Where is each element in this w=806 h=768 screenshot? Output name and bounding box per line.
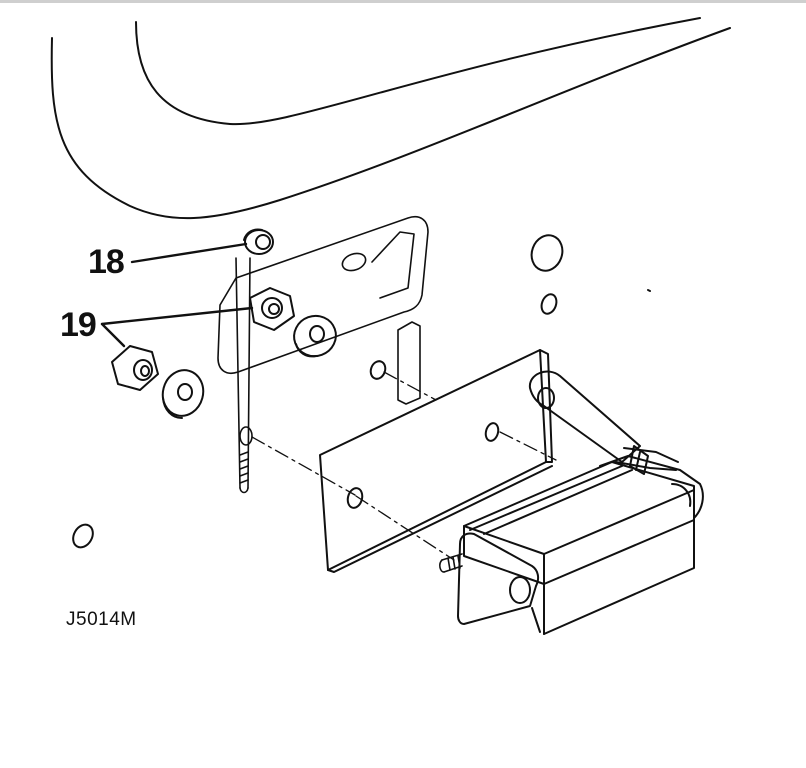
panel-hole-bolt: [368, 359, 387, 381]
item-19-nut-mounted: [250, 288, 294, 330]
callout-18-leader: [132, 244, 246, 262]
housing-end-plate: [458, 533, 540, 632]
pivot-arm: [530, 372, 678, 470]
top-border-rule: [0, 0, 806, 3]
assembly-centerlines: [252, 372, 556, 560]
callout-18-label: 18: [88, 243, 125, 281]
mounted-washer: [288, 310, 341, 362]
long-stud: [236, 258, 252, 493]
callout-19-label: 19: [60, 306, 97, 344]
figure-code: J5014M: [66, 609, 137, 630]
mounting-bracket: [218, 217, 428, 404]
main-housing: [464, 456, 703, 634]
item-19-nut-loose: [112, 346, 158, 390]
mounting-plate: [320, 350, 552, 572]
panel-hole-large: [527, 231, 568, 275]
item-18-cap-nut: [244, 229, 273, 254]
panel-hole-small: [539, 292, 559, 316]
stray-mark: [648, 290, 650, 291]
strap-band: [630, 446, 648, 474]
end-bolt: [440, 554, 462, 572]
panel-hole-lower-left: [69, 521, 97, 551]
callout-19-leaders: [102, 308, 252, 346]
body-panel-outline: [52, 18, 730, 218]
loose-washer: [158, 366, 209, 421]
